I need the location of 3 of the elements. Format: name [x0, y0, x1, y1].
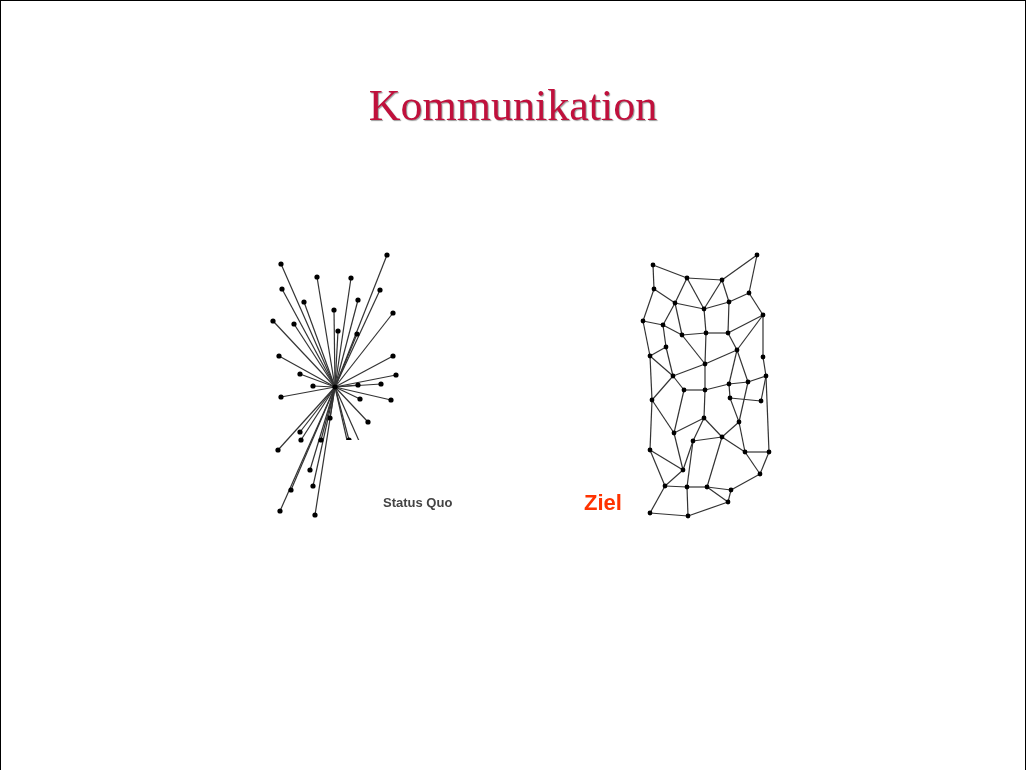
slide-title: Kommunikation — [367, 80, 659, 131]
caption-label: Status Quo — [383, 495, 453, 510]
caption-label: Ziel — [584, 490, 622, 516]
